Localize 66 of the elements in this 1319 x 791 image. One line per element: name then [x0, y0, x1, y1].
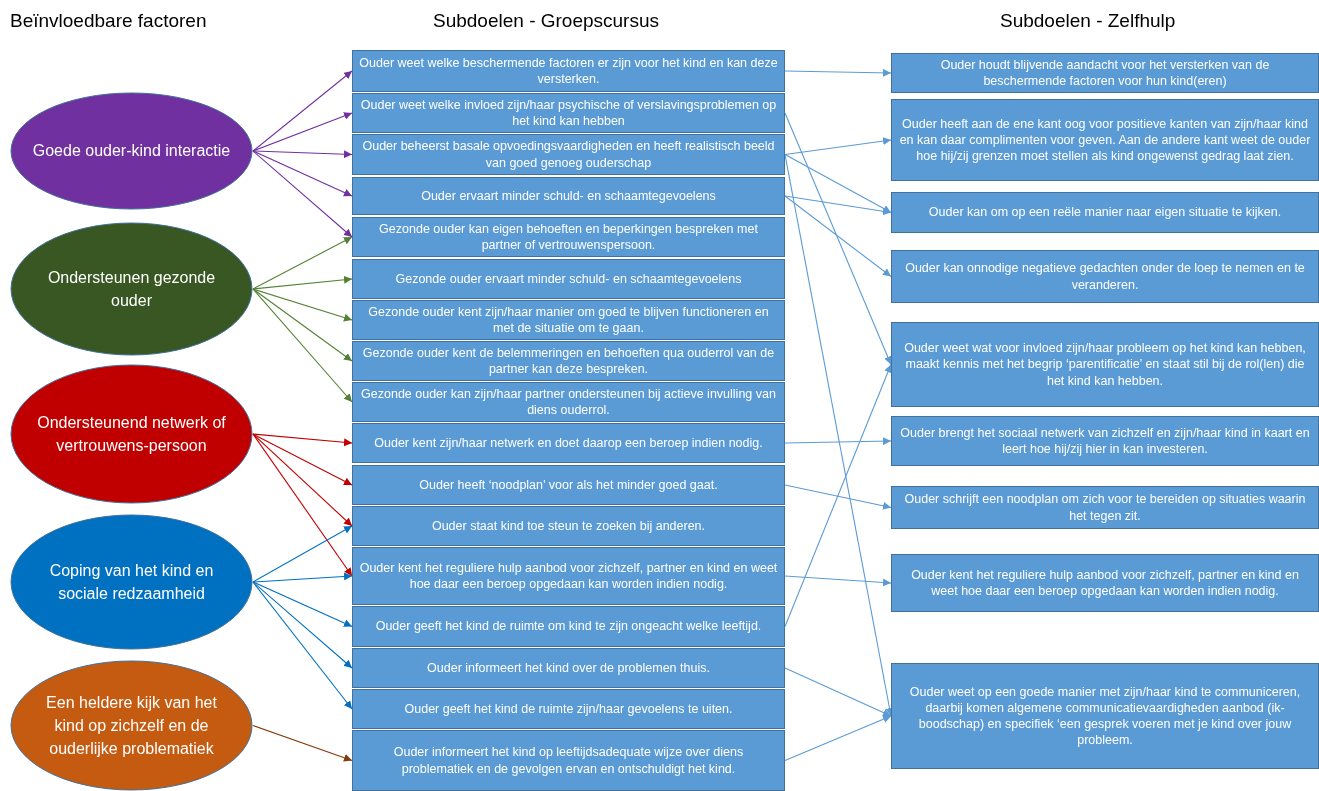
- arrow: [252, 288, 353, 403]
- arrow: [784, 112, 892, 366]
- arrow: [252, 572, 353, 583]
- arrow: [784, 137, 892, 156]
- factor-ellipse: Een heldere kijk van het kind op zichzelf en de ouderlijke problematiek: [10, 660, 253, 791]
- goal-box: Ouder kent het reguliere hulp aanbod voor zichzelf, partner en kind en weet hoe daar een beroep opgedaan kan worden indien nodig.: [891, 554, 1319, 612]
- column-heading: Beïnvloedbare factoren: [10, 10, 207, 32]
- factor-ellipse: Goede ouder-kind interactie: [10, 92, 253, 210]
- arrow: [784, 68, 892, 77]
- arrow: [252, 433, 353, 527]
- goal-box: Ouder houdt blijvende aandacht voor het versterken van de beschermende factoren voor hun kind(eren): [891, 53, 1319, 93]
- arrow: [784, 195, 892, 216]
- arrow: [252, 150, 353, 197]
- goal-box: Gezonde ouder kan eigen behoeften en beperkingen bespreken met partner of vertrouwenspersoon.: [352, 217, 785, 257]
- arrow: [784, 437, 892, 446]
- goal-box: Ouder ervaart minder schuld- en schaamtegevoelens: [352, 177, 785, 215]
- column-heading: Subdoelen - Groepscursus: [433, 10, 659, 32]
- goal-box: Ouder kent het reguliere hulp aanbod voor zichzelf, partner en kind en weet hoe daar een beroep opgedaan kan worden indien nodig.: [352, 547, 785, 605]
- goal-box: Ouder geeft het kind de ruimte zijn/haar gevoelens te uiten.: [352, 689, 785, 729]
- arrow: [252, 433, 353, 447]
- goal-box: Ouder weet welke invloed zijn/haar psychische of verslavingsproblemen op het kind kan hebben: [352, 93, 785, 133]
- goal-box: Ouder informeert het kind over de problemen thuis.: [352, 648, 785, 688]
- arrow: [252, 581, 353, 628]
- goal-box: Ouder geeft het kind de ruimte om kind te zijn ongeacht welke leeftijd.: [352, 606, 785, 647]
- arrow: [252, 724, 353, 762]
- arrow: [252, 581, 353, 669]
- arrow: [784, 715, 892, 762]
- goal-box: Ouder weet welke beschermende factoren er zijn voor het kind en kan deze versterken.: [352, 50, 785, 92]
- arrow: [252, 288, 353, 322]
- arrow: [252, 525, 353, 583]
- goal-box: Ouder beheerst basale opvoedingsvaardigheden en heeft realistisch beeld van goed genoeg ouderschap: [352, 134, 785, 175]
- arrow: [784, 575, 892, 587]
- arrow: [784, 667, 892, 717]
- arrow: [252, 275, 353, 290]
- arrow: [252, 236, 353, 290]
- arrow: [252, 581, 353, 710]
- arrow: [252, 433, 353, 577]
- goal-box: Ouder weet op een goede manier met zijn/haar kind te communiceren, daarbij komen algemene communicatievaardigheden aanbod (ik-boodschap) en specifiek ‘een gesprek voeren met je kind over jouw probleem.: [891, 663, 1319, 769]
- goal-box: Ouder schrijft een noodplan om zich voor te bereiden op situaties waarin het tegen zit.: [891, 486, 1319, 529]
- goal-box: Ouder kan om op een reële manier naar eigen situatie te kijken.: [891, 192, 1319, 233]
- arrow: [252, 150, 353, 238]
- factor-ellipse: Ondersteunend netwerk of vertrouwens-persoon: [10, 364, 253, 504]
- arrow: [252, 70, 353, 152]
- goal-box: Gezonde ouder kent zijn/haar manier om goed te blijven functioneren en met de situatie om te gaan.: [352, 300, 785, 340]
- goal-box: Ouder heeft aan de ene kant oog voor positieve kanten van zijn/haar kind en kan daar complimenten voor geven. Aan de andere kant weet de ouder hoe hij/zij grenzen moet stellen als kind ongewenst gedrag laat zien.: [891, 99, 1319, 181]
- goal-box: Ouder staat kind toe steun te zoeken bij anderen.: [352, 506, 785, 546]
- goal-box: Ouder weet wat voor invloed zijn/haar probleem op het kind kan hebben, maakt kennis met het begrip ‘parentificatie’ en staat stil bij de rol(len) die het kind kan hebben.: [891, 322, 1319, 407]
- arrow: [784, 153, 892, 214]
- goal-box: Ouder kent zijn/haar netwerk en doet daarop een beroep indien nodig.: [352, 423, 785, 463]
- arrow: [784, 363, 892, 628]
- goal-box: Ouder heeft ‘noodplan’ voor als het minder goed gaat.: [352, 465, 785, 505]
- arrow: [784, 484, 892, 510]
- arrow: [252, 433, 353, 486]
- factor-ellipse: Ondersteunen gezonde ouder: [10, 222, 253, 356]
- arrow: [252, 288, 353, 362]
- goal-box: Ouder kan onnodige negatieve gedachten onder de loep te nemen en te veranderen.: [891, 250, 1319, 303]
- arrow: [784, 195, 892, 278]
- goal-box: Gezonde ouder kent de belemmeringen en behoeften qua ouderrol van de partner kan deze bespreken.: [352, 341, 785, 381]
- arrow: [252, 150, 353, 159]
- goal-box: Ouder informeert het kind op leeftijdsadequate wijze over diens problematiek en de gevolgen ervan en ontschuldigt het kind.: [352, 730, 785, 791]
- goal-box: Gezonde ouder ervaart minder schuld- en schaamtegevoelens: [352, 259, 785, 299]
- factor-ellipse: Coping van het kind en sociale redzaamheid: [10, 514, 253, 650]
- goal-box: Ouder brengt het sociaal netwerk van zichzelf en zijn/haar kind in kaart en leert hoe hij/zij hier in kan investeren.: [891, 416, 1319, 466]
- column-heading: Subdoelen - Zelfhulp: [1000, 10, 1176, 32]
- goal-box: Gezonde ouder kan zijn/haar partner ondersteunen bij actieve invulling van diens ouderrol.: [352, 382, 785, 422]
- arrow: [252, 112, 353, 152]
